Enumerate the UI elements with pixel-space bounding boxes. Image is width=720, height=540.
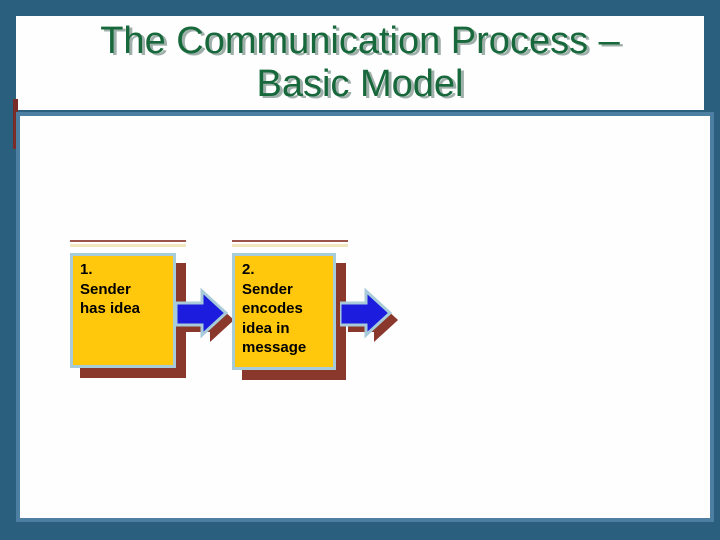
accent-line-cream-1 bbox=[70, 244, 186, 247]
flow-arrow-icon bbox=[340, 287, 398, 342]
step-box-1: 1. Sender has idea bbox=[70, 253, 176, 368]
title-bar: The Communication Process – Basic Model bbox=[16, 16, 704, 110]
flow-arrow-icon bbox=[176, 287, 234, 342]
accent-line-maroon-1 bbox=[70, 240, 186, 242]
step-box-2: 2. Sender encodes idea in message bbox=[232, 253, 336, 370]
accent-line-cream-2 bbox=[232, 244, 348, 247]
slide-title: The Communication Process – Basic Model bbox=[100, 20, 620, 105]
left-accent-mark bbox=[13, 99, 18, 149]
step-box-1-text: 1. Sender has idea bbox=[80, 261, 141, 317]
step-box-2-text: 2. Sender encodes idea in message bbox=[242, 261, 307, 356]
accent-line-maroon-2 bbox=[232, 240, 348, 242]
